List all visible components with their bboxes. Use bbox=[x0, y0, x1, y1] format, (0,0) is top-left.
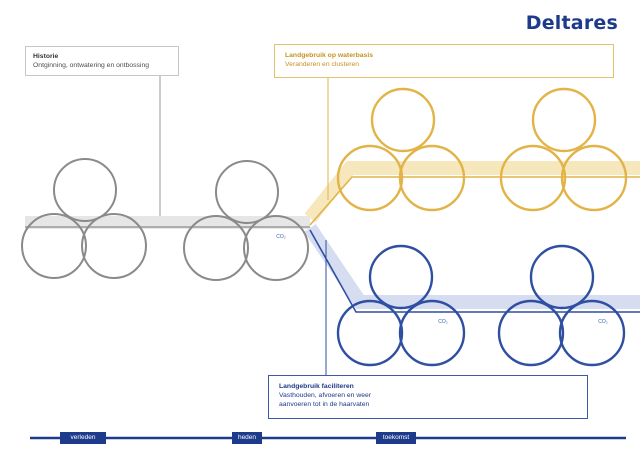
facilitate-callout: Landgebruik faciliteren Vasthouden, afvo… bbox=[268, 375, 588, 419]
present-city-circle bbox=[183, 215, 249, 281]
co2-label-future-2: CO₂ bbox=[598, 319, 608, 325]
future-water-land-circle-2 bbox=[531, 87, 597, 153]
future-facilitate-land-circle-1 bbox=[368, 244, 434, 310]
co2-label-future-1: CO₂ bbox=[438, 319, 448, 325]
gold-path-band bbox=[304, 161, 640, 223]
present-land-circle bbox=[215, 160, 279, 224]
present-farm-circle bbox=[243, 215, 309, 281]
future-facilitate-farm-circle-2 bbox=[558, 299, 626, 367]
timeline-now-label: heden bbox=[232, 432, 262, 444]
history-subtitle: Ontginning, ontwatering en ontbossing bbox=[33, 62, 150, 69]
future-facilitate-city-circle-2 bbox=[497, 299, 565, 367]
water-based-title: Landgebruik op waterbasis bbox=[285, 52, 374, 59]
history-callout: Historie Ontginning, ontwatering en ontb… bbox=[25, 46, 179, 76]
future-facilitate-city-circle-1 bbox=[336, 299, 404, 367]
facilitate-line-1: Vasthouden, afvoeren en weer bbox=[279, 392, 372, 399]
timeline-past-label: verleden bbox=[60, 432, 106, 444]
facilitate-line-2: aanvoeren tot in de haarvaten bbox=[279, 401, 370, 408]
future-water-land-circle-1 bbox=[370, 87, 436, 153]
facilitate-title: Landgebruik faciliteren bbox=[279, 383, 354, 390]
blue-path-line bbox=[309, 229, 640, 313]
water-based-subtitle: Veranderen en clusteren bbox=[285, 61, 360, 68]
future-water-crops-circle-2 bbox=[560, 144, 628, 212]
timeline-future-label: toekomst bbox=[376, 432, 416, 444]
future-facilitate-land-circle-2 bbox=[529, 244, 595, 310]
future-facilitate-cluster-1: CO₂ bbox=[336, 244, 466, 367]
co2-label-present: CO₂ bbox=[276, 234, 286, 240]
future-facilitate-cluster-2: CO₂ bbox=[497, 244, 626, 367]
future-water-cluster-2 bbox=[499, 87, 628, 212]
future-water-city-circle-2 bbox=[499, 144, 567, 212]
present-cluster: CO₂ bbox=[183, 160, 309, 281]
history-title: Historie bbox=[33, 53, 59, 60]
gold-path-line bbox=[309, 176, 640, 226]
past-wetland-circle bbox=[81, 213, 147, 279]
deltares-logo: Deltares bbox=[525, 12, 618, 34]
future-facilitate-farm-circle-1 bbox=[398, 299, 466, 367]
past-cluster bbox=[21, 158, 147, 279]
future-water-city-circle-1 bbox=[336, 144, 404, 212]
future-water-cluster-1 bbox=[336, 87, 466, 212]
water-based-callout: Landgebruik op waterbasis Veranderen en … bbox=[274, 44, 614, 78]
future-water-farm-circle-1 bbox=[398, 144, 466, 212]
past-village-circle bbox=[21, 213, 87, 279]
past-land-circle bbox=[53, 158, 117, 222]
